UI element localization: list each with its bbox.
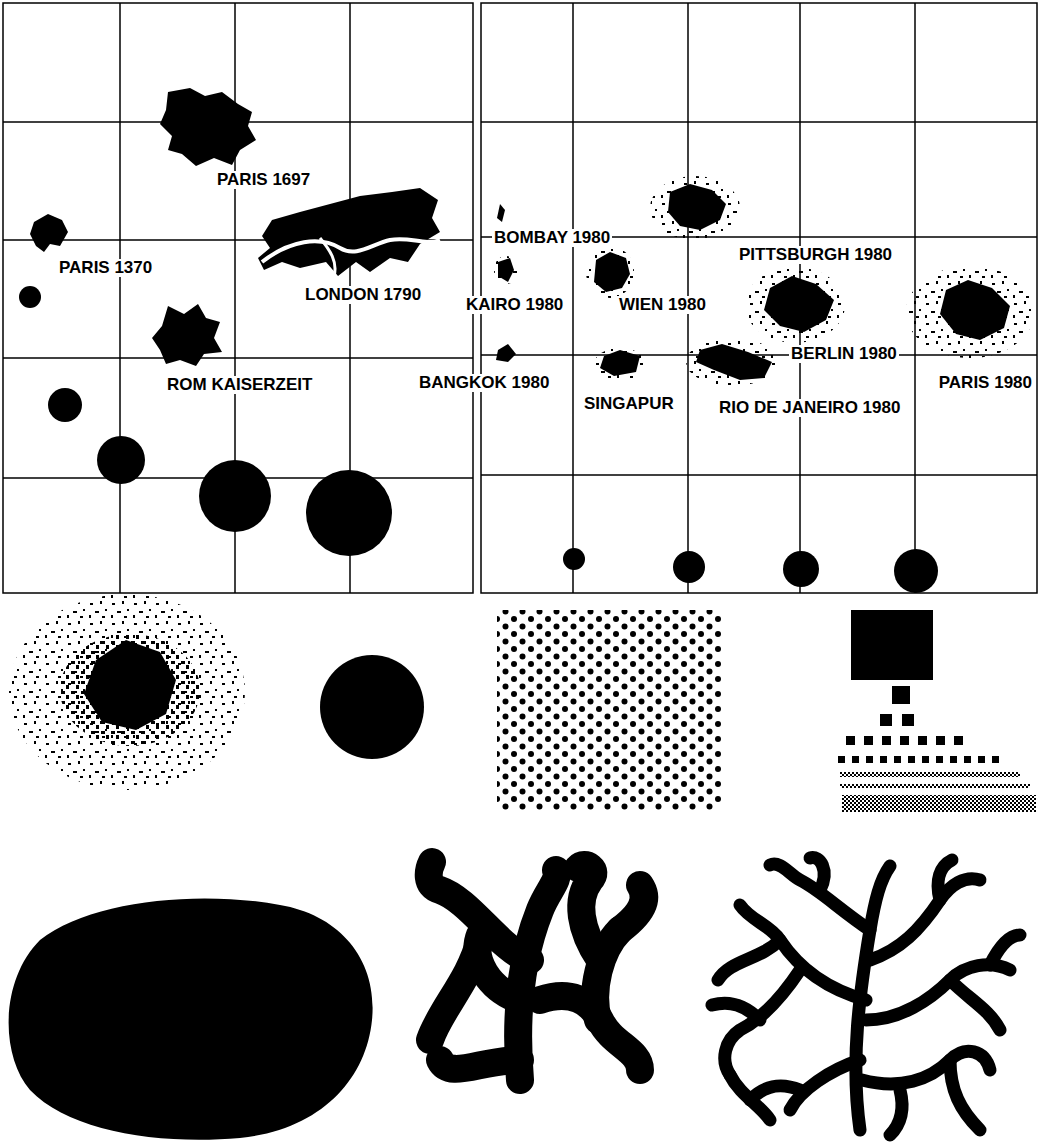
- form-types: [9, 858, 1020, 1140]
- growth-models: [9, 594, 1036, 812]
- city-label: KAIRO 1980: [464, 296, 565, 314]
- modern-city-shapes: [494, 176, 1034, 386]
- city-label: PARIS 1697: [215, 171, 312, 189]
- grid: [3, 3, 1037, 593]
- city-label: PARIS 1370: [57, 259, 154, 277]
- city-label: BOMBAY 1980: [492, 229, 612, 247]
- river: [320, 238, 335, 276]
- city-label: BANGKOK 1980: [417, 374, 551, 392]
- city-label: LONDON 1790: [303, 286, 423, 304]
- city-label: BERLIN 1980: [789, 345, 899, 363]
- city-label: WIEN 1980: [617, 296, 708, 314]
- river: [262, 239, 440, 262]
- city-label: SINGAPUR: [582, 395, 676, 413]
- city-label: PITTSBURGH 1980: [737, 246, 894, 264]
- city-label: RIO DE JANEIRO 1980: [717, 399, 902, 417]
- city-label: PARIS 1980: [937, 374, 1034, 392]
- city-label: ROM KAISERZEIT: [165, 376, 314, 394]
- historic-city-shapes: [30, 88, 440, 366]
